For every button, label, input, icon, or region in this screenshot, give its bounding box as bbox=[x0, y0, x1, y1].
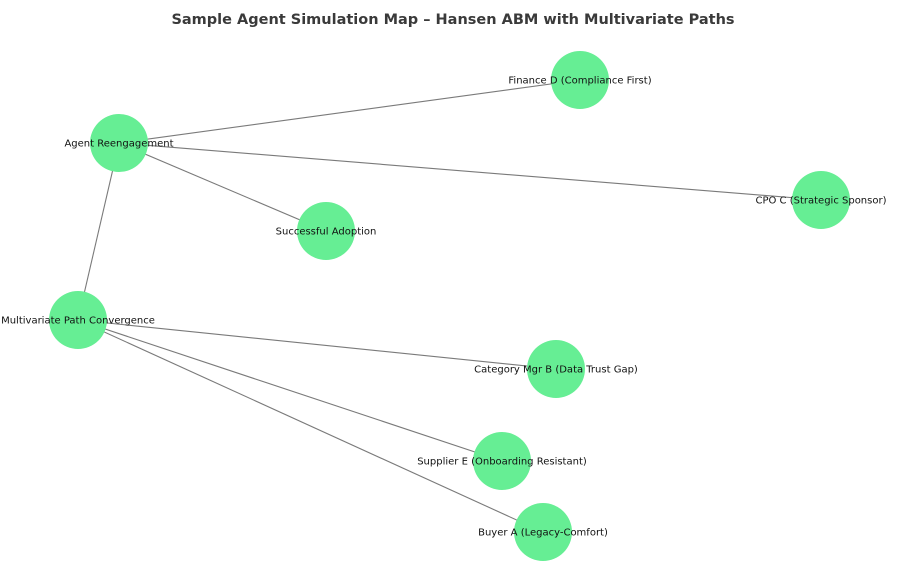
node-label-buyer_a: Buyer A (Legacy-Comfort) bbox=[478, 528, 608, 539]
nodes-layer bbox=[49, 51, 850, 561]
diagram-title: Sample Agent Simulation Map – Hansen ABM… bbox=[171, 12, 735, 28]
edge-multivariate-buyer_a bbox=[77, 319, 544, 533]
node-label-finance_d: Finance D (Compliance First) bbox=[508, 76, 651, 87]
node-label-supplier_e: Supplier E (Onboarding Resistant) bbox=[417, 457, 587, 468]
node-successful_adoption bbox=[297, 202, 355, 260]
node-label-agent_reengagement: Agent Reengagement bbox=[64, 139, 173, 150]
node-label-multivariate: Multivariate Path Convergence bbox=[1, 316, 155, 327]
node-cpo_c bbox=[792, 171, 850, 229]
node-buyer_a bbox=[514, 503, 572, 561]
node-multivariate bbox=[49, 291, 107, 349]
edge-agent_reengagement-successful_adoption bbox=[118, 142, 327, 232]
labels-layer: Agent Reengagement Finance D (Compliance … bbox=[1, 76, 887, 539]
edge-multivariate-supplier_e bbox=[77, 319, 503, 462]
node-label-cpo_c: CPO C (Strategic Sponsor) bbox=[755, 196, 886, 207]
node-agent_reengagement bbox=[90, 114, 148, 172]
node-label-successful_adoption: Successful Adoption bbox=[276, 227, 377, 238]
edges-layer bbox=[77, 79, 822, 533]
edge-agent_reengagement-finance_d bbox=[118, 79, 581, 144]
edge-multivariate-category_b bbox=[77, 319, 557, 370]
node-finance_d bbox=[551, 51, 609, 109]
node-category_b bbox=[527, 340, 585, 398]
edge-agent_reengagement-cpo_c bbox=[118, 142, 822, 201]
node-supplier_e bbox=[473, 432, 531, 490]
node-label-category_b: Category Mgr B (Data Trust Gap) bbox=[474, 365, 638, 376]
edge-agent_reengagement-multivariate bbox=[77, 142, 120, 321]
